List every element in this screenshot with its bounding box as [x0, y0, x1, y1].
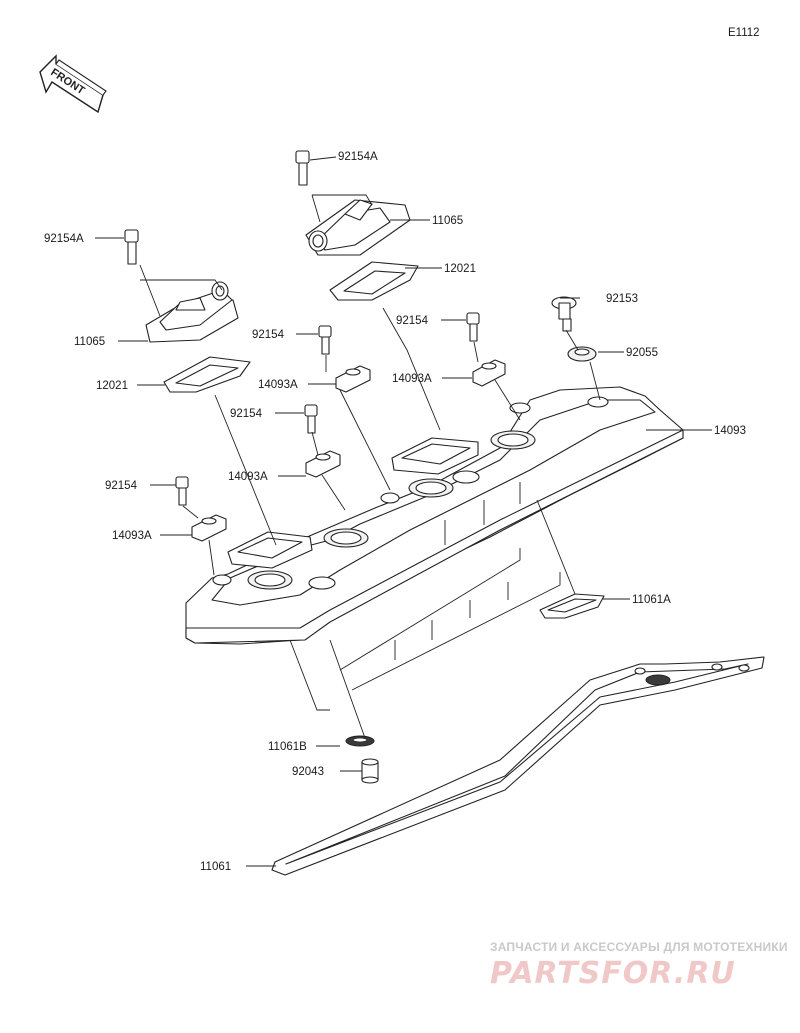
bolt-92154-c: [304, 404, 318, 434]
label-14093A-b: 14093A: [392, 373, 432, 385]
gasket-11061A: [539, 593, 605, 619]
leader-lines: [95, 156, 712, 867]
label-92154-b: 92154: [396, 315, 429, 327]
bolt-92154A-top: [295, 150, 310, 186]
label-14093A-c: 14093A: [228, 471, 268, 483]
label-92055: 92055: [626, 347, 658, 359]
grommet-14093A-c: [305, 450, 341, 478]
head-cover-gasket-11061: [271, 656, 765, 876]
label-11065-left: 11065: [74, 336, 105, 348]
label-92154-c: 92154: [230, 408, 263, 420]
label-92154A-top: 92154A: [338, 151, 378, 163]
bolt-92154-b: [466, 312, 480, 342]
label-92154-a: 92154: [252, 329, 285, 341]
watermark-brand: PARTSFOR.RU: [490, 956, 736, 991]
grommet-14093A-a: [335, 365, 371, 393]
grommet-14093A-b: [472, 359, 506, 387]
watermark-tagline: ЗАПЧАСТИ И АКСЕССУАРЫ ДЛЯ МОТОТЕХНИКИ: [490, 940, 788, 954]
gasket-12021-top: [329, 261, 419, 301]
breather-cover-11065-left: [145, 281, 239, 343]
label-11061A: 11061A: [632, 594, 671, 606]
label-11061: 11061: [200, 861, 231, 873]
label-92043: 92043: [292, 766, 324, 778]
label-92154A-left: 92154A: [44, 233, 84, 245]
label-11065-top: 11065: [432, 215, 463, 227]
label-14093A-a: 14093A: [258, 379, 298, 391]
dowel-pin-92043: [361, 758, 379, 784]
label-11061B: 11061B: [268, 741, 307, 753]
cylinder-head-cover-14093: [185, 386, 684, 645]
label-92154-d: 92154: [105, 480, 138, 492]
gasket-12021-left: [163, 356, 251, 393]
label-12021-left: 12021: [96, 380, 128, 392]
bolt-92154A-left: [124, 229, 139, 265]
label-92153: 92153: [606, 293, 638, 305]
seal-11061B: [345, 735, 375, 747]
grommet-14093A-d: [191, 514, 227, 542]
label-14093: 14093: [714, 425, 746, 437]
label-14093A-d: 14093A: [112, 530, 152, 542]
breather-cover-11065-top: [305, 199, 411, 256]
bolt-92153: [551, 296, 577, 332]
washer-92055: [567, 346, 597, 362]
label-12021-top: 12021: [444, 263, 476, 275]
diagram-code: E1112: [728, 27, 760, 39]
front-direction-arrow-icon: FRONT: [39, 54, 107, 114]
bolt-92154-a: [318, 325, 332, 355]
bolt-92154-d: [175, 476, 189, 506]
